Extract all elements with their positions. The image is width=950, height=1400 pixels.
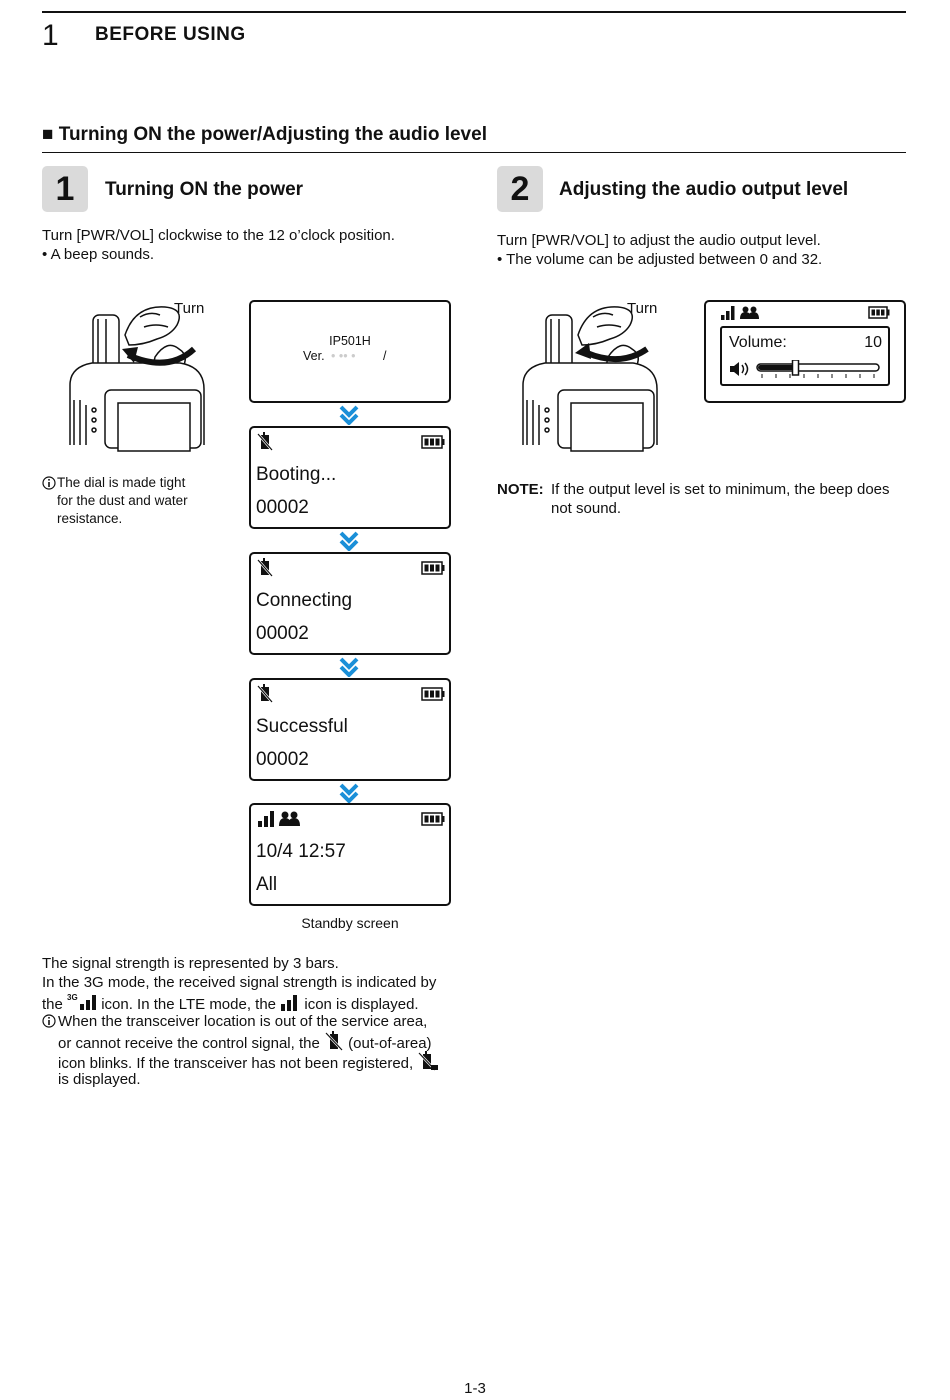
lcd-line-2: 00002 (256, 749, 309, 770)
signal-info-text: icon is displayed. (304, 996, 419, 1013)
signal-info-line-1: The signal strength is represented by 3 … (42, 955, 339, 972)
signal-info-line-7: is displayed. (58, 1071, 141, 1088)
svg-text:3G: 3G (67, 993, 78, 1002)
volume-value: 10 (864, 334, 882, 351)
step-2-instruction: Turn [PWR/VOL] to adjust the audio outpu… (497, 232, 821, 249)
lcd-standby-screen: 10/4 12:57 All (249, 803, 451, 906)
lcd-line-1: Connecting (256, 590, 353, 611)
signal-info-text: or cannot receive the control signal, th… (58, 1035, 320, 1052)
step-2-badge: 2 (497, 166, 543, 212)
info-icon (42, 1014, 56, 1028)
step-1-bullet: • A beep sounds. (42, 246, 155, 263)
signal-info-line-3: the 3G icon. In the LTE mode, the icon i… (42, 992, 419, 1015)
lcd-booting-screen: Booting... 00002 (249, 426, 451, 529)
chapter-number: 1 (42, 19, 59, 52)
step-2-title: Adjusting the audio output level (559, 179, 849, 200)
out-of-area-icon (257, 432, 273, 451)
radio-turn-illustration: Turn (69, 300, 205, 452)
signal-info-text: icon. In the LTE mode, the (101, 996, 277, 1013)
lcd-line-1: Successful (256, 716, 348, 737)
volume-slider[interactable] (756, 360, 882, 380)
3g-signal-icon: 3G (67, 993, 97, 1010)
signal-info-line-6: icon blinks. If the transceiver has not … (58, 1051, 439, 1074)
lcd-line-1: 10/4 12:57 (256, 841, 346, 862)
signal-info-line-4: When the transceiver location is out of … (58, 1013, 428, 1030)
volume-label: Volume: (729, 334, 787, 351)
version-suffix: / (383, 349, 387, 363)
turn-label: Turn (174, 300, 204, 317)
lcd-successful-screen: Successful 00002 (249, 678, 451, 781)
out-of-area-icon (257, 684, 273, 703)
group-icon (740, 306, 759, 319)
signal-bars-icon (721, 306, 735, 320)
lcd-line-2: 00002 (256, 623, 309, 644)
battery-icon (868, 306, 890, 319)
volume-panel: Volume: 10 (720, 326, 890, 386)
signal-info-line-2: In the 3G mode, the received signal stre… (42, 974, 437, 991)
battery-icon (421, 561, 445, 575)
volume-slider-thumb (791, 360, 800, 376)
turn-label: Turn (627, 300, 657, 317)
group-icon (279, 811, 300, 826)
signal-info-text: icon blinks. If the transceiver has not … (58, 1055, 414, 1072)
lcd-connecting-screen: Connecting 00002 (249, 552, 451, 655)
note-text-line-1: If the output level is set to minimum, t… (551, 481, 890, 498)
lcd-line-2: 00002 (256, 497, 309, 518)
page-number: 1-3 (464, 1380, 486, 1397)
radio-turn-illustration: Turn (522, 300, 658, 452)
speaker-icon (730, 362, 749, 376)
lte-signal-icon (281, 995, 298, 1011)
step-2-bullet: • The volume can be adjusted between 0 a… (497, 251, 823, 268)
lcd-version-screen: IP501H Ver. • •• • / (249, 300, 451, 403)
step-1-instruction: Turn [PWR/VOL] clockwise to the 12 o’clo… (42, 227, 395, 244)
model-name: IP501H (329, 334, 371, 348)
note-label: NOTE: (497, 481, 544, 498)
info-note-line-1: The dial is made tight (57, 475, 186, 490)
arrow-down-icon (339, 783, 359, 803)
version-label: Ver. (303, 349, 325, 363)
signal-bars-icon (258, 811, 274, 827)
battery-icon (421, 812, 445, 826)
info-note-line-3: resistance. (57, 511, 123, 526)
arrow-down-icon (339, 657, 359, 677)
signal-info-text: (out-of-area) (348, 1035, 432, 1052)
lcd-volume-screen: Volume: 10 (704, 300, 906, 403)
section-title: ■ Turning ON the power/Adjusting the aud… (42, 124, 487, 145)
top-rule (42, 11, 906, 13)
battery-icon (421, 687, 445, 701)
unregistered-icon (418, 1051, 439, 1071)
out-of-area-icon (257, 558, 273, 577)
volume-slider-fill (758, 365, 796, 370)
note-text-line-2: not sound. (551, 500, 622, 517)
step-1-title: Turning ON the power (105, 179, 304, 200)
signal-info-text: the (42, 996, 63, 1013)
arrow-down-icon (339, 531, 359, 551)
section-rule (42, 152, 906, 153)
step-1-badge: 1 (42, 166, 88, 212)
version-blurred: • •• • (331, 349, 356, 363)
arrow-down-icon (339, 405, 359, 425)
lcd-line-1: Booting... (256, 464, 337, 485)
lcd-line-2: All (256, 874, 278, 895)
info-icon (42, 476, 56, 490)
battery-icon (421, 435, 445, 449)
signal-info-line-5: or cannot receive the control signal, th… (58, 1031, 432, 1054)
standby-caption: Standby screen (301, 915, 399, 931)
out-of-area-icon (325, 1031, 343, 1051)
chapter-title: BEFORE USING (95, 24, 246, 45)
info-note-line-2: for the dust and water (57, 493, 188, 508)
